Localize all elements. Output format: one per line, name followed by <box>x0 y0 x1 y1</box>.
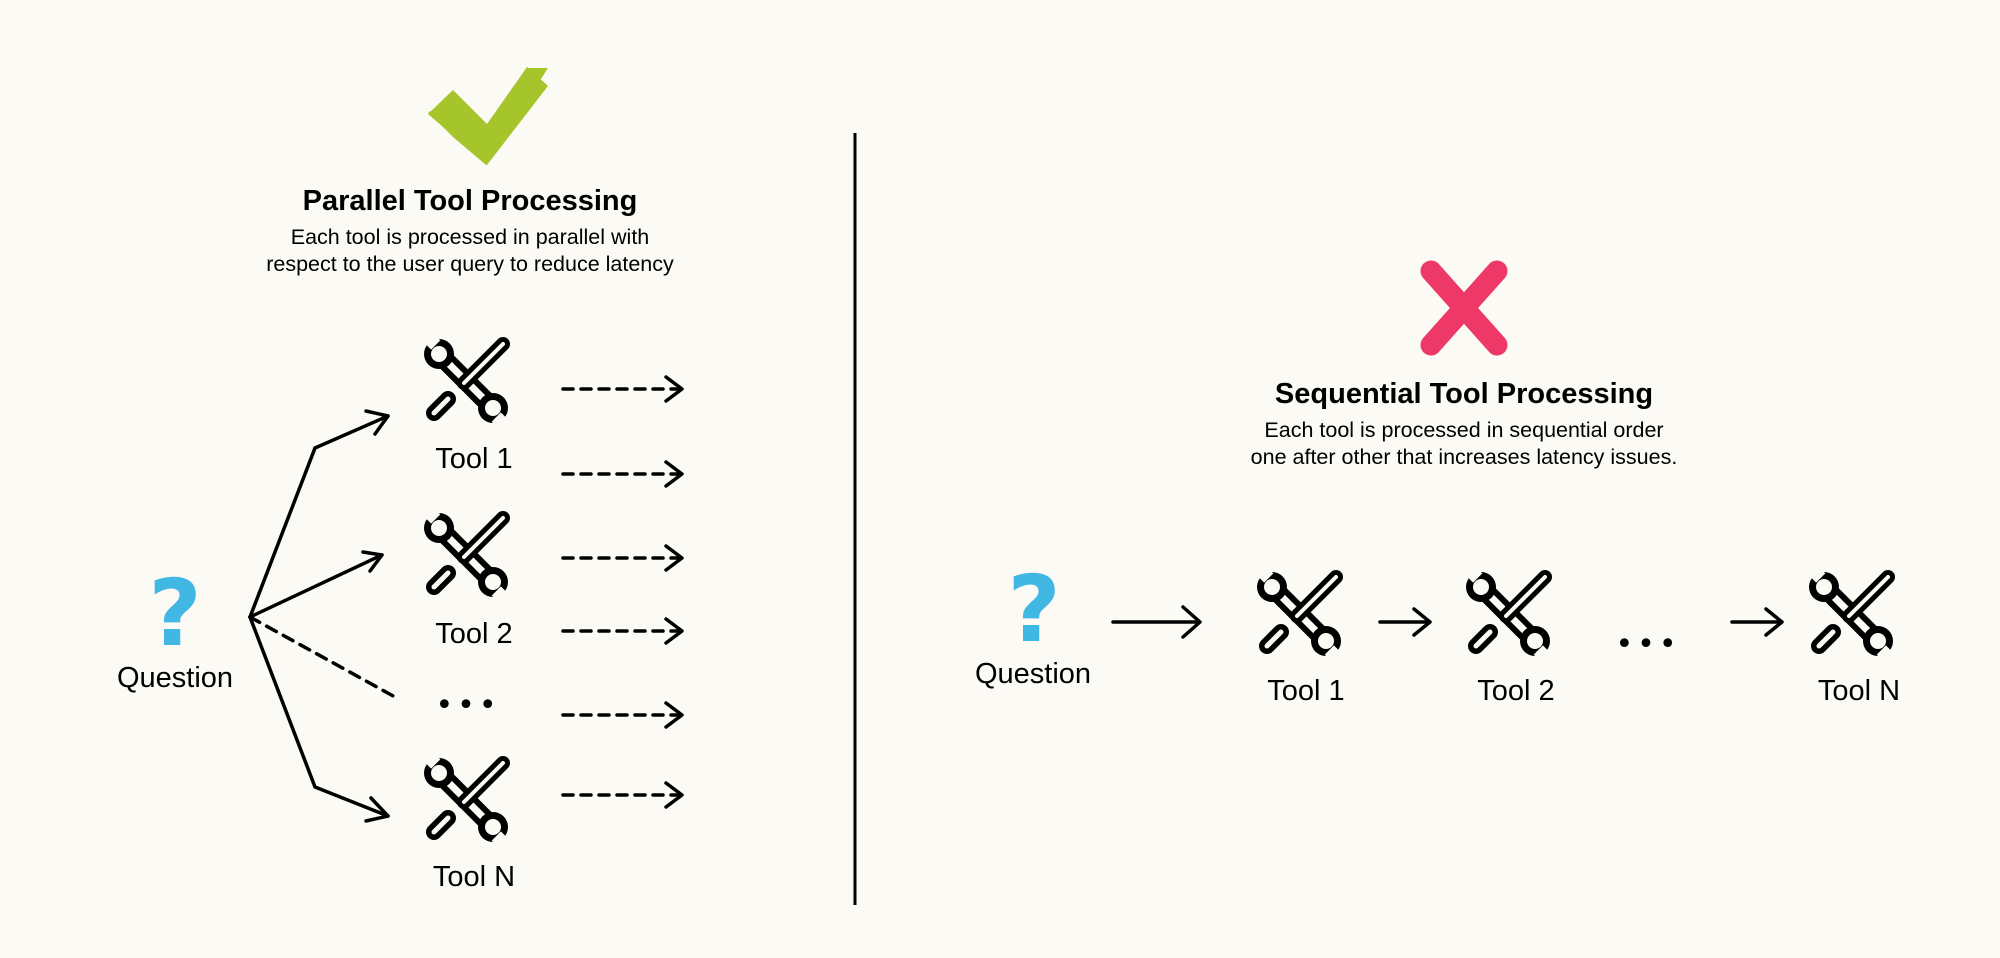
parallel-description-line-2: respect to the user query to reduce late… <box>266 252 674 276</box>
sequential-tool-1-label: Tool 1 <box>1267 675 1344 707</box>
wrench-screwdriver-icon <box>418 327 515 435</box>
sequential-tool-n-label: Tool N <box>1818 675 1900 707</box>
cross-icon <box>1420 260 1508 356</box>
parallel-tool-1-label: Tool 1 <box>435 443 512 475</box>
arrow-to-tool-2-head <box>361 550 384 573</box>
sequential-question-label: Question <box>975 658 1091 690</box>
wrench-screwdriver-icon <box>1251 560 1348 668</box>
sequential-tool-2-label: Tool 2 <box>1477 675 1554 707</box>
arrow-to-tool-1-head <box>364 409 390 436</box>
parallel-description-line-1: Each tool is processed in parallel with <box>291 225 650 249</box>
arrow-to-more-tools <box>248 615 397 699</box>
arrow-to-tool-n-head <box>364 796 390 823</box>
arrow-to-tool-2 <box>248 553 384 619</box>
parallel-output-arrows <box>561 375 684 809</box>
sequential-section: Sequential Tool Processing Each tool is … <box>975 260 1900 707</box>
arrow-to-tool-n <box>248 615 390 818</box>
sequential-description-line-1: Each tool is processed in sequential ord… <box>1264 418 1663 442</box>
wrench-screwdriver-icon <box>1460 560 1557 668</box>
wrench-screwdriver-icon <box>418 501 515 609</box>
check-icon <box>428 67 548 165</box>
sequential-description-line-2: one after other that increases latency i… <box>1251 445 1678 469</box>
sequential-ellipsis: ••• <box>1615 627 1680 662</box>
parallel-question-label: Question <box>117 662 233 694</box>
question-mark-icon: ? <box>148 560 201 667</box>
wrench-screwdriver-icon <box>1803 560 1900 668</box>
sequential-arrows <box>1111 605 1784 639</box>
question-mark-icon: ? <box>1007 556 1060 663</box>
parallel-tool-n-label: Tool N <box>433 861 515 893</box>
wrench-screwdriver-icon <box>418 746 515 854</box>
arrow-to-tool-1 <box>248 414 390 619</box>
parallel-section: Parallel Tool Processing Each tool is pr… <box>117 67 684 893</box>
parallel-title: Parallel Tool Processing <box>303 185 638 217</box>
parallel-tool-2-label: Tool 2 <box>435 618 512 650</box>
sequential-title: Sequential Tool Processing <box>1275 378 1653 410</box>
parallel-ellipsis: ••• <box>435 688 500 723</box>
